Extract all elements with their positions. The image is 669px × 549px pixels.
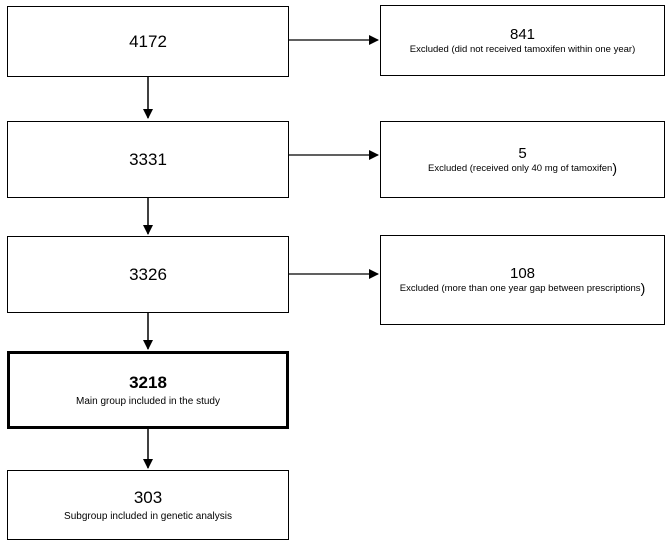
flow-box-step4: 3218 Main group included in the study [7,351,289,429]
flow-box-step5: 303 Subgroup included in genetic analysi… [7,470,289,540]
exclusion-3-reason: Excluded (more than one year gap between… [399,283,641,294]
exclusion-3-count: 108 [509,265,536,282]
exclusion-box-2: 5 Excluded (received only 40 mg of tamox… [380,121,665,198]
closing-paren: ) [640,280,646,296]
step4-count: 3218 [129,373,167,392]
exclusion-2-count: 5 [518,144,527,162]
exclusion-box-3: 108 Excluded (more than one year gap bet… [380,235,665,325]
step5-count: 303 [133,488,163,507]
step1-count: 4172 [129,31,167,51]
step4-label: Main group included in the study [76,396,220,407]
exclusion-1-reason: Excluded (did not received tamoxifen wit… [409,43,636,55]
exclusion-3-reason-line: Excluded (more than one year gap between… [390,280,655,296]
step3-count: 3326 [129,264,167,284]
flow-box-step3: 3326 [7,236,289,313]
exclusion-2-reason: Excluded (received only 40 mg of tamoxif… [428,162,613,174]
step5-label: Subgroup included in genetic analysis [64,511,232,522]
closing-paren: ) [612,159,617,176]
exclusion-1-count: 841 [509,25,536,43]
flow-box-step1: 4172 [7,6,289,77]
exclusion-2-reason-line: Excluded (received only 40 mg of tamoxif… [418,159,627,176]
step2-count: 3331 [129,149,167,169]
flow-box-step2: 3331 [7,121,289,198]
exclusion-box-1: 841 Excluded (did not received tamoxifen… [380,5,665,76]
